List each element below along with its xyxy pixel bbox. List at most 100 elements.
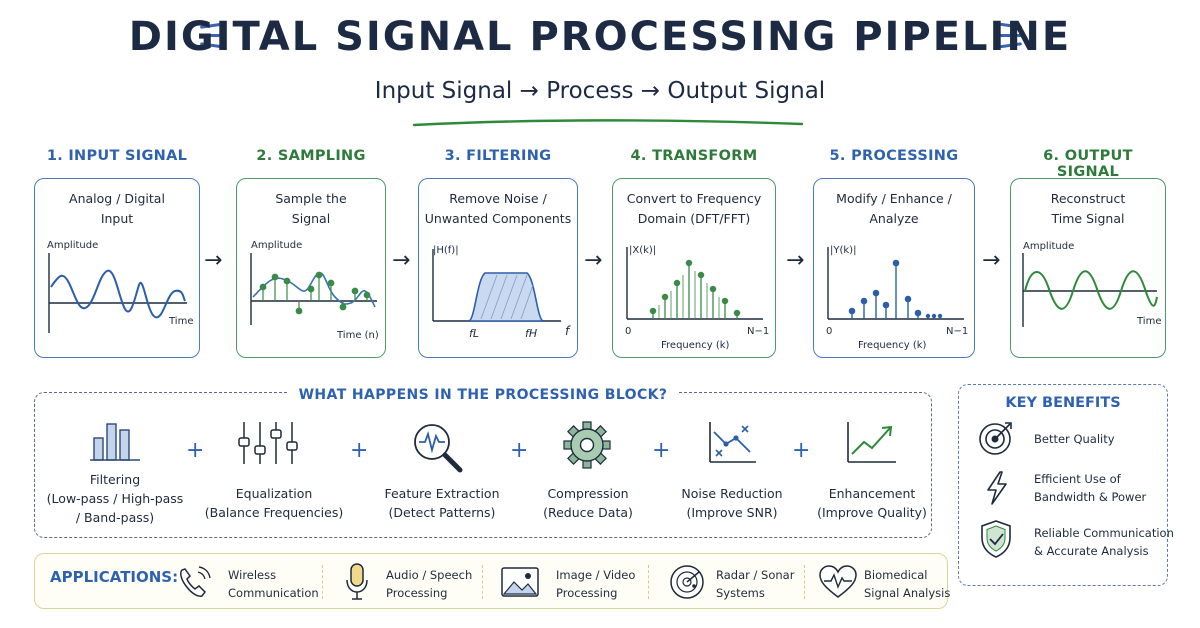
plus-sign: + bbox=[792, 438, 811, 463]
heart-pulse-icon bbox=[819, 565, 857, 598]
proc-item-filtering: Filtering (Low-pass / High-pass / Band-p… bbox=[40, 470, 190, 527]
output-signal-plot: Amplitude Time bbox=[1022, 241, 1161, 327]
stage-desc-line2: Unwanted Components bbox=[424, 211, 572, 226]
proc-item-detail: (Detect Patterns) bbox=[388, 505, 496, 520]
magnifier-waveform-icon bbox=[414, 424, 463, 473]
stage-desc-line2: Analyze bbox=[869, 211, 919, 226]
proc-item-detail: (Low-pass / High-pass bbox=[46, 491, 184, 506]
applications-label: APPLICATIONS: bbox=[50, 568, 179, 586]
microphone-icon bbox=[346, 563, 368, 600]
proc-item-label: Feature Extraction bbox=[384, 486, 500, 501]
stage-card-sampling: Sample the Signal Amplitude Time (n) bbox=[236, 178, 386, 358]
plus-sign: + bbox=[350, 438, 369, 463]
stage-heading-processing: 5. PROCESSING bbox=[829, 148, 959, 164]
app-line1: Wireless bbox=[228, 568, 277, 582]
axis-start-label: 0 bbox=[625, 326, 631, 337]
plot-ylabel: Amplitude bbox=[251, 240, 302, 251]
stage-desc-line1: Analog / Digital bbox=[69, 191, 165, 206]
stage-heading-transform: 4. TRANSFORM bbox=[630, 148, 758, 164]
processing-block-title: WHAT HAPPENS IN THE PROCESSING BLOCK? bbox=[288, 387, 678, 403]
flow-arrow-2: → bbox=[392, 248, 411, 273]
plus-sign: + bbox=[510, 438, 529, 463]
proc-item-equalization: Equalization (Balance Frequencies) bbox=[196, 484, 352, 522]
stage-card-processing: Modify / Enhance / Analyze |Y(k)| 0 N−1 … bbox=[813, 178, 975, 358]
proc-item-detail: (Improve Quality) bbox=[817, 505, 927, 520]
spectrum-stems bbox=[649, 259, 741, 319]
stage-desc-line1: Reconstruct bbox=[1050, 191, 1126, 206]
stage-desc-line2: Time Signal bbox=[1051, 211, 1125, 226]
key-benefits-title: KEY BENEFITS bbox=[1005, 395, 1121, 411]
plot-xlabel: Time (n) bbox=[336, 330, 379, 341]
plus-sign: + bbox=[186, 438, 205, 463]
cutoff-high-label: fH bbox=[525, 327, 537, 340]
app-line2: Signal Analysis bbox=[864, 586, 951, 600]
target-icon bbox=[979, 422, 1012, 455]
phone-wireless-icon bbox=[180, 566, 211, 597]
benefit-line1: Efficient Use of bbox=[1034, 472, 1121, 486]
axis-end-label: N−1 bbox=[747, 326, 769, 337]
key-benefits-frame bbox=[958, 384, 1168, 586]
proc-item-detail: (Balance Frequencies) bbox=[204, 505, 344, 520]
proc-item-label: Compression bbox=[547, 486, 629, 501]
app-line2: Processing bbox=[386, 586, 448, 600]
flow-arrow-4: → bbox=[786, 248, 805, 273]
trend-up-icon bbox=[847, 422, 896, 463]
plot-xlabel: Frequency (k) bbox=[858, 340, 927, 351]
plot-xlabel: Time bbox=[168, 316, 193, 327]
app-line1: Image / Video bbox=[556, 568, 636, 582]
cutoff-low-label: fL bbox=[469, 327, 479, 340]
benefit-reliability: Reliable Communication & Accurate Analys… bbox=[1034, 524, 1174, 560]
app-biomedical: Biomedical Signal Analysis bbox=[864, 566, 950, 602]
app-divider bbox=[322, 565, 323, 599]
stage-desc-line1: Sample the bbox=[275, 191, 347, 206]
plot-xlabel: f bbox=[565, 324, 571, 338]
flow-arrow-1: → bbox=[204, 248, 223, 273]
shield-check-icon bbox=[981, 520, 1011, 558]
app-wireless: Wireless Communication bbox=[228, 566, 319, 602]
plot-ylabel: |H(f)| bbox=[433, 245, 459, 256]
stage-heading-output: 6. OUTPUT SIGNAL bbox=[1043, 148, 1133, 180]
flow-arrow-5: → bbox=[982, 248, 1001, 273]
processed-stems bbox=[848, 259, 943, 319]
title-deco-left-2 bbox=[200, 34, 226, 37]
plot-ylabel: Amplitude bbox=[47, 240, 98, 251]
equalizer-sliders-icon bbox=[238, 422, 298, 464]
app-line1: Radar / Sonar bbox=[716, 568, 795, 582]
plus-sign: + bbox=[652, 438, 671, 463]
benefit-better-quality: Better Quality bbox=[1034, 430, 1115, 448]
proc-item-label: Noise Reduction bbox=[681, 486, 783, 501]
input-signal-plot: Amplitude Time bbox=[47, 240, 193, 333]
plot-xlabel: Frequency (k) bbox=[661, 340, 730, 351]
app-divider bbox=[648, 565, 649, 599]
stage-card-transform: Convert to Frequency Domain (DFT/FFT) |X… bbox=[612, 178, 776, 358]
proc-item-detail: (Reduce Data) bbox=[543, 505, 633, 520]
stage-card-output: Reconstruct Time Signal Amplitude Time bbox=[1010, 178, 1166, 358]
app-divider bbox=[482, 565, 483, 599]
sample-stems bbox=[259, 271, 371, 315]
proc-item-label: Filtering bbox=[89, 472, 141, 487]
app-line2: Systems bbox=[716, 586, 765, 600]
stage-desc-line1: Remove Noise / bbox=[449, 191, 547, 206]
sampling-plot: Amplitude Time (n) bbox=[250, 240, 379, 341]
stage-card-input: Analog / Digital Input Amplitude Time bbox=[34, 178, 200, 358]
axis-end-label: N−1 bbox=[946, 326, 968, 337]
radar-icon bbox=[670, 565, 704, 599]
app-line1: Audio / Speech bbox=[386, 568, 473, 582]
benefit-line1: Better Quality bbox=[1034, 432, 1115, 446]
plot-ylabel: |X(k)| bbox=[629, 245, 656, 256]
plot-ylabel: Amplitude bbox=[1023, 241, 1074, 252]
stage-desc-line1: Convert to Frequency bbox=[626, 191, 762, 206]
stage-heading-filtering: 3. FILTERING bbox=[444, 148, 552, 164]
stage-heading-input: 1. INPUT SIGNAL bbox=[46, 148, 188, 164]
stage-desc-line2: Domain (DFT/FFT) bbox=[637, 211, 751, 226]
processing-block-title-wrap: WHAT HAPPENS IN THE PROCESSING BLOCK? bbox=[34, 384, 932, 403]
scatter-trend-icon bbox=[709, 422, 756, 463]
subtitle-underline bbox=[412, 119, 804, 127]
stage-card-filtering: Remove Noise / Unwanted Components |H(f)… bbox=[418, 178, 578, 358]
filter-response-plot: |H(f)| fL fH f bbox=[432, 245, 571, 340]
bar-chart-icon bbox=[90, 423, 140, 461]
proc-item-detail: / Band-pass) bbox=[75, 510, 155, 525]
plot-ylabel: |Y(k)| bbox=[830, 245, 856, 256]
app-line2: Processing bbox=[556, 586, 618, 600]
stage-desc-line2: Signal bbox=[291, 211, 331, 226]
